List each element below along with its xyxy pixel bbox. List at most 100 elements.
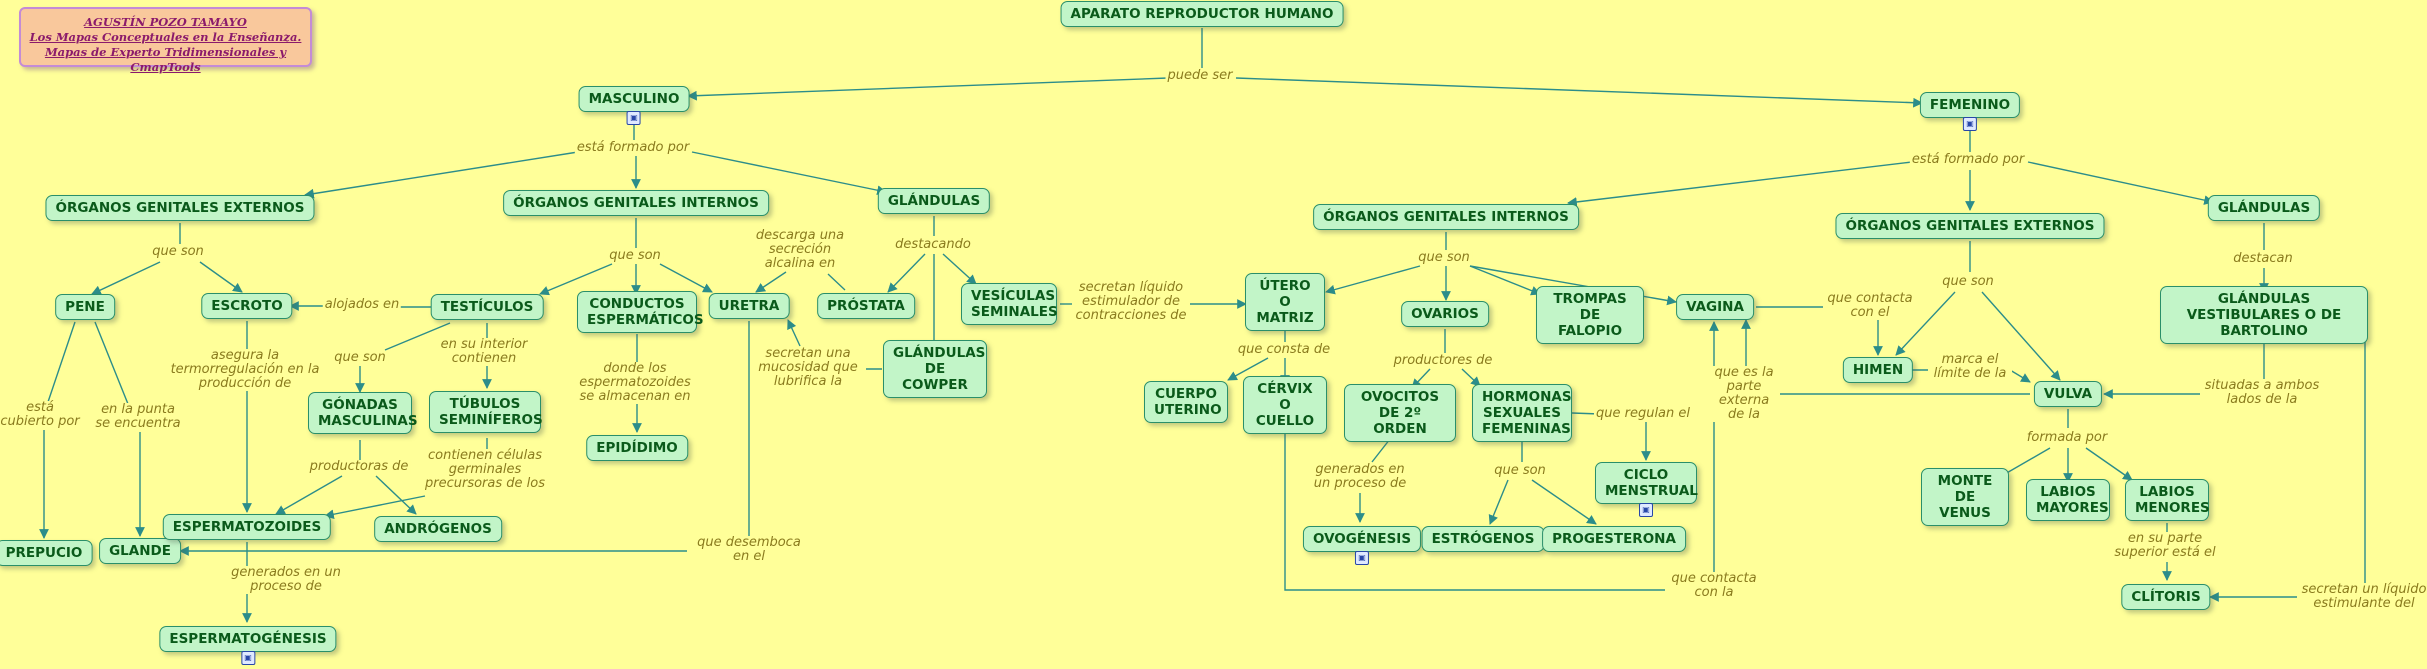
connector-line — [691, 151, 887, 196]
link-que-son: que son — [607, 248, 663, 263]
link-f-formado-por: está formado por — [1909, 152, 2027, 167]
link-situadas-a-ambos-lados: situadas a ambos lados de la — [2201, 379, 2323, 407]
concept-ciclo-menstrual[interactable]: CICLO MENSTRUAL ▣ — [1595, 462, 1698, 517]
link-alojados-en: alojados en — [322, 297, 402, 312]
connector-line — [787, 319, 801, 347]
connector-line — [1235, 77, 1923, 108]
concept-tubulos-seminiferos[interactable]: TÚBULOS SEMINÍFEROS — [429, 391, 543, 433]
connector-line — [2085, 447, 2133, 481]
link-destacando: destacando — [893, 237, 973, 252]
concept-m-organos-internos[interactable]: ÓRGANOS GENITALES INTERNOS — [503, 190, 769, 216]
link-puede-ser: puede ser — [1165, 68, 1235, 83]
connector-line — [1488, 479, 1509, 525]
connector-line — [324, 495, 426, 520]
connector-line — [1284, 430, 1665, 591]
concept-hormonas[interactable]: HORMONAS SEXUALES FEMENINAS — [1472, 384, 1572, 442]
concept-ovarios[interactable]: OVARIOS — [1401, 301, 1489, 327]
resource-icon[interactable]: ▣ — [241, 651, 255, 665]
concept-labios-menores[interactable]: LABIOS MENORES — [2125, 479, 2210, 521]
connector-line — [384, 322, 451, 351]
concept-pene[interactable]: PENE — [55, 294, 115, 320]
connector-line — [539, 263, 613, 296]
resource-icon[interactable]: ▣ — [1639, 503, 1653, 517]
concept-utero[interactable]: ÚTERO O MATRIZ — [1245, 273, 1325, 331]
concept-aparato-reproductor[interactable]: APARATO REPRODUCTOR HUMANO — [1060, 1, 1344, 27]
link-secretan-mucosidad: secretan una mucosidad que lubrifica la — [750, 347, 866, 389]
link-que-son: que son — [332, 350, 388, 365]
link-que-son: que son — [1940, 274, 1996, 289]
concept-estrogenos[interactable]: ESTRÓGENOS — [1421, 526, 1545, 552]
connector-line — [827, 273, 846, 291]
concept-f-glandulas[interactable]: GLÁNDULAS — [2207, 195, 2321, 221]
concept-androgenos[interactable]: ANDRÓGENOS — [374, 516, 502, 542]
concept-label: ESPERMATOGÉNESIS — [169, 631, 327, 647]
concept-cervix[interactable]: CÉRVIX O CUELLO — [1243, 376, 1327, 434]
concept-ovogenesis[interactable]: OVOGÉNESIS▣ — [1302, 526, 1422, 565]
link-en-la-punta: en la punta se encuentra — [91, 403, 185, 431]
resource-icon[interactable]: ▣ — [1355, 551, 1369, 565]
concept-f-organos-externos[interactable]: ÓRGANOS GENITALES EXTERNOS — [1835, 213, 2105, 239]
concept-glande[interactable]: GLANDE — [99, 538, 181, 564]
link-m-formado-por: está formado por — [574, 140, 692, 155]
author-title-box: AGUSTÍN POZO TAMAYO Los Mapas Conceptual… — [19, 7, 312, 74]
concept-monte-venus[interactable]: MONTE DE VENUS — [1921, 468, 2009, 526]
concept-glandulas-cowper[interactable]: GLÁNDULAS DE COWPER — [883, 340, 987, 398]
connector-line — [91, 261, 161, 295]
title-line-3: Mapas de Experto Tridimensionales y Cmap… — [44, 45, 287, 74]
concept-escroto[interactable]: ESCROTO — [201, 293, 293, 319]
link-secretan-liquido: secretan líquido estimulador de contracc… — [1072, 281, 1190, 323]
connector-line — [275, 475, 343, 515]
concept-vagina[interactable]: VAGINA — [1676, 294, 1754, 320]
concept-cuerpo-uterino[interactable]: CUERPO UTERINO — [1144, 381, 1228, 423]
link-contienen-celulas: contienen células germinales precursoras… — [420, 449, 550, 491]
concept-bartolino[interactable]: GLÁNDULAS VESTIBULARES O DE BARTOLINO — [2160, 286, 2368, 344]
concept-espermatogenesis[interactable]: ESPERMATOGÉNESIS ▣ — [159, 626, 337, 665]
connector-line — [1371, 438, 1391, 463]
concept-prostata[interactable]: PRÓSTATA — [817, 293, 915, 319]
link-secretan-liquido-estimulante: secretan un líquido estimulante del — [2297, 583, 2427, 611]
concept-m-glandulas[interactable]: GLÁNDULAS — [877, 188, 991, 214]
concept-f-organos-internos[interactable]: ÓRGANOS GENITALES INTERNOS — [1313, 204, 1579, 230]
resource-icon[interactable]: ▣ — [1962, 117, 1977, 131]
connector-line — [659, 263, 713, 293]
concept-espermatozoides[interactable]: ESPERMATOZOIDES — [162, 514, 332, 540]
connector-line — [942, 253, 977, 285]
author-name: AGUSTÍN POZO TAMAYO — [84, 15, 247, 29]
link-en-su-parte-superior: en su parte superior está el — [2098, 532, 2232, 560]
concept-femenino[interactable]: FEMENINO ▣ — [1919, 92, 2021, 131]
concept-prepucio[interactable]: PREPUCIO — [0, 540, 93, 566]
connector-line — [1469, 265, 1541, 296]
link-donde-los-espermatozoides: donde los espermatozoides se almacenan e… — [577, 362, 693, 404]
link-que-regulan: que regulan el — [1593, 406, 1693, 421]
concept-trompas[interactable]: TROMPAS DE FALOPIO — [1536, 286, 1644, 344]
link-que-es-la-parte-externa: que es la parte externa de la — [1712, 366, 1776, 422]
link-asegura-termorregulacion: asegura la termorregulación en la produc… — [168, 349, 322, 391]
concept-gonadas-masculinas[interactable]: GÓNADAS MASCULINAS — [308, 392, 418, 434]
concept-uretra[interactable]: URETRA — [708, 293, 790, 319]
concept-epididimo[interactable]: EPIDÍDIMO — [586, 435, 688, 461]
resource-icon[interactable]: ▣ — [627, 111, 641, 125]
concept-label: CICLO MENSTRUAL — [1605, 467, 1698, 499]
connector-line — [1461, 368, 1481, 387]
concept-testiculos[interactable]: TESTÍCULOS — [430, 294, 544, 320]
concept-ovocitos[interactable]: OVOCITOS DE 2º ORDEN — [1344, 384, 1456, 442]
concept-masculino[interactable]: MASCULINO▣ — [578, 86, 690, 125]
concept-vesiculas-seminales[interactable]: VESÍCULAS SEMINALES — [961, 283, 1058, 325]
link-destacan: destacan — [2231, 251, 2295, 266]
concept-himen[interactable]: HIMEN — [1842, 357, 1914, 383]
connector-line — [1227, 357, 1269, 381]
connector-line — [94, 321, 129, 405]
link-que-desemboca: que desemboca en el — [687, 536, 811, 564]
concept-conductos-espermaticos[interactable]: CONDUCTOS ESPERMÁTICOS — [577, 291, 704, 333]
concept-label: FEMENINO — [1929, 97, 2011, 113]
link-que-son: que son — [1416, 250, 1472, 265]
concept-progesterona[interactable]: PROGESTERONA — [1542, 526, 1686, 552]
concept-clitoris[interactable]: CLÍTORIS — [2121, 584, 2211, 610]
connector-line — [1567, 161, 1913, 207]
concept-m-organos-externos[interactable]: ÓRGANOS GENITALES EXTERNOS — [45, 195, 315, 221]
concept-labios-mayores[interactable]: LABIOS MAYORES — [2026, 479, 2110, 521]
connector-line — [1531, 479, 1597, 525]
concept-vulva[interactable]: VULVA — [2033, 381, 2103, 407]
connector-line — [375, 475, 417, 515]
